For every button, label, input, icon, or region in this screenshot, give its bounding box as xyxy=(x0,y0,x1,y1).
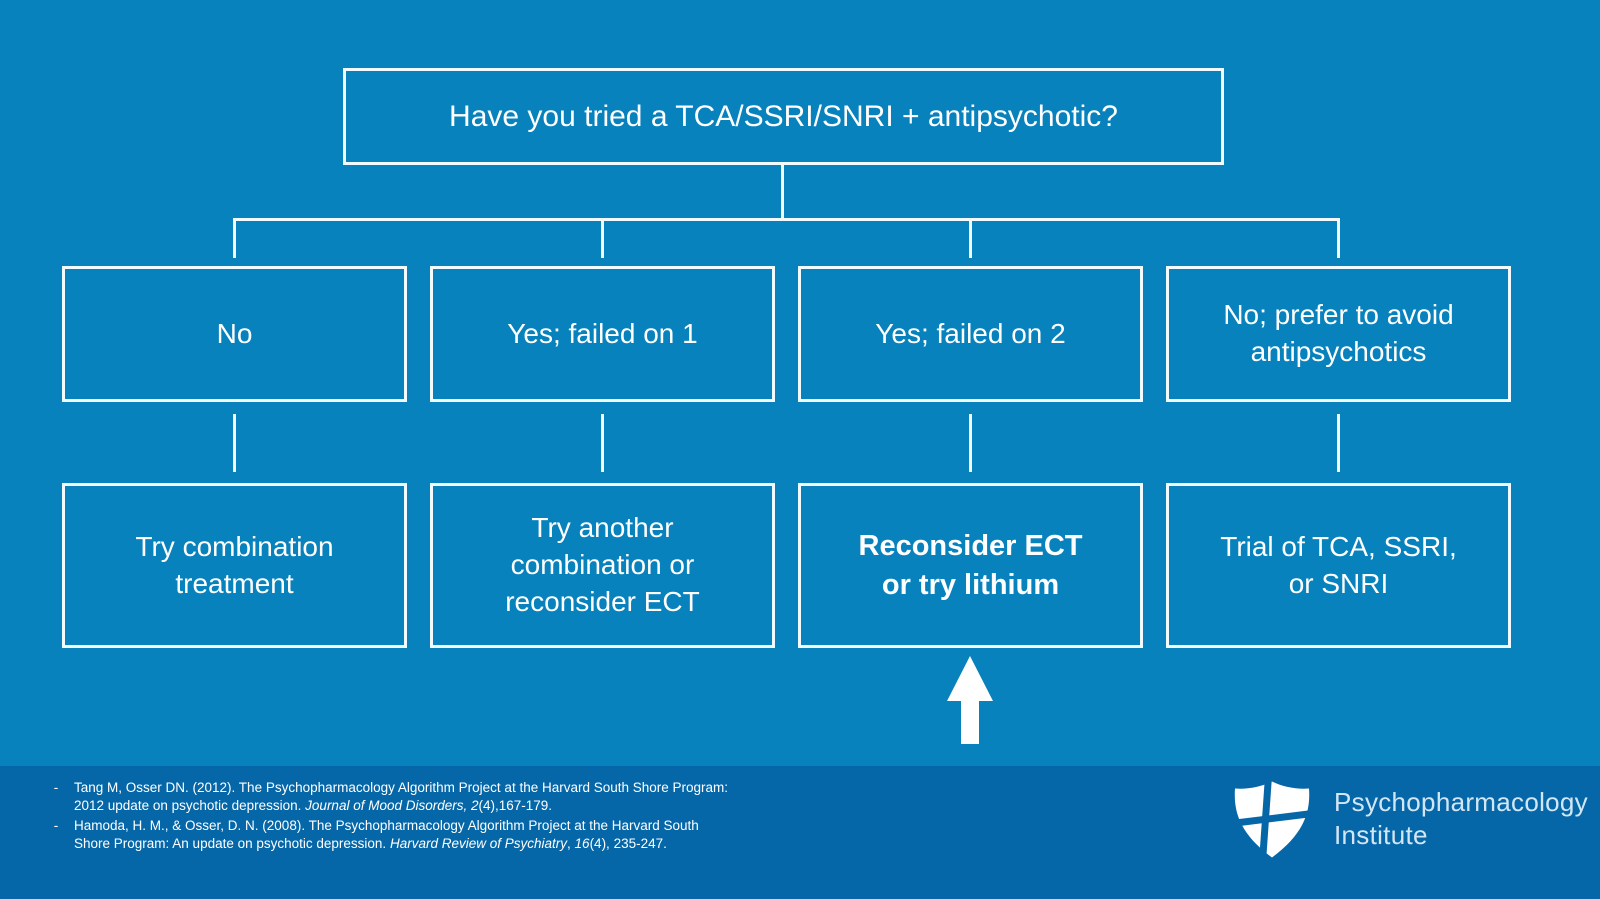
answer-label: No; prefer to avoid antipsychotics xyxy=(1223,299,1454,367)
brand-name: Psychopharmacology Institute xyxy=(1334,786,1588,852)
reference-bullet: - xyxy=(53,817,59,833)
action-box-trial-tca-ssri-snri: Trial of TCA, SSRI, or SNRI xyxy=(1166,483,1511,648)
brand-name-line2: Institute xyxy=(1334,820,1428,850)
reference-item: - Hamoda, H. M., & Osser, D. N. (2008). … xyxy=(38,817,798,854)
answer-label: No xyxy=(216,317,253,349)
answer-box-avoid-antipsychotics: No; prefer to avoid antipsychotics xyxy=(1166,266,1511,402)
reference-item: - Tang M, Osser DN. (2012). The Psychoph… xyxy=(38,779,798,816)
brand-logo: Psychopharmacology Institute xyxy=(1232,779,1588,859)
connector-drop-4 xyxy=(1337,220,1340,258)
connector-drop-1 xyxy=(233,220,236,258)
action-label: Try combination treatment xyxy=(135,530,334,599)
reference-list: - Tang M, Osser DN. (2012). The Psychoph… xyxy=(38,779,798,855)
shield-logo-icon xyxy=(1232,779,1312,859)
answer-label: Yes; failed on 2 xyxy=(875,317,1066,349)
connector-mid-2 xyxy=(601,414,604,472)
action-box-another-combination: Try another combination or reconsider EC… xyxy=(430,483,775,648)
footer-bar: - Tang M, Osser DN. (2012). The Psychoph… xyxy=(0,766,1600,899)
question-label: Have you tried a TCA/SSRI/SNRI + antipsy… xyxy=(449,99,1118,133)
answer-box-yes-failed-2: Yes; failed on 2 xyxy=(798,266,1143,402)
action-label: Reconsider ECT or try lithium xyxy=(858,530,1083,601)
brand-name-line1: Psychopharmacology xyxy=(1334,787,1588,817)
question-box: Have you tried a TCA/SSRI/SNRI + antipsy… xyxy=(343,68,1224,165)
up-arrow-icon xyxy=(947,656,993,744)
answer-box-no: No xyxy=(62,266,407,402)
connector-horizontal xyxy=(233,218,1340,221)
action-box-combination-treatment: Try combination treatment xyxy=(62,483,407,648)
reference-bullet: - xyxy=(53,780,59,795)
answer-box-yes-failed-1: Yes; failed on 1 xyxy=(430,266,775,402)
connector-mid-4 xyxy=(1337,414,1340,472)
reference-text: Tang M, Osser DN. (2012). The Psychophar… xyxy=(74,780,729,814)
action-box-ect-or-lithium: Reconsider ECT or try lithium xyxy=(798,483,1143,648)
action-label: Try another combination or reconsider EC… xyxy=(505,512,700,617)
connector-drop-3 xyxy=(969,220,972,258)
connector-stem xyxy=(781,165,784,220)
connector-mid-1 xyxy=(233,414,236,472)
connector-drop-2 xyxy=(601,220,604,258)
answer-label: Yes; failed on 1 xyxy=(507,317,698,349)
action-label: Trial of TCA, SSRI, or SNRI xyxy=(1220,530,1457,599)
reference-text: Hamoda, H. M., & Osser, D. N. (2008). Th… xyxy=(74,817,699,852)
connector-mid-3 xyxy=(969,414,972,472)
